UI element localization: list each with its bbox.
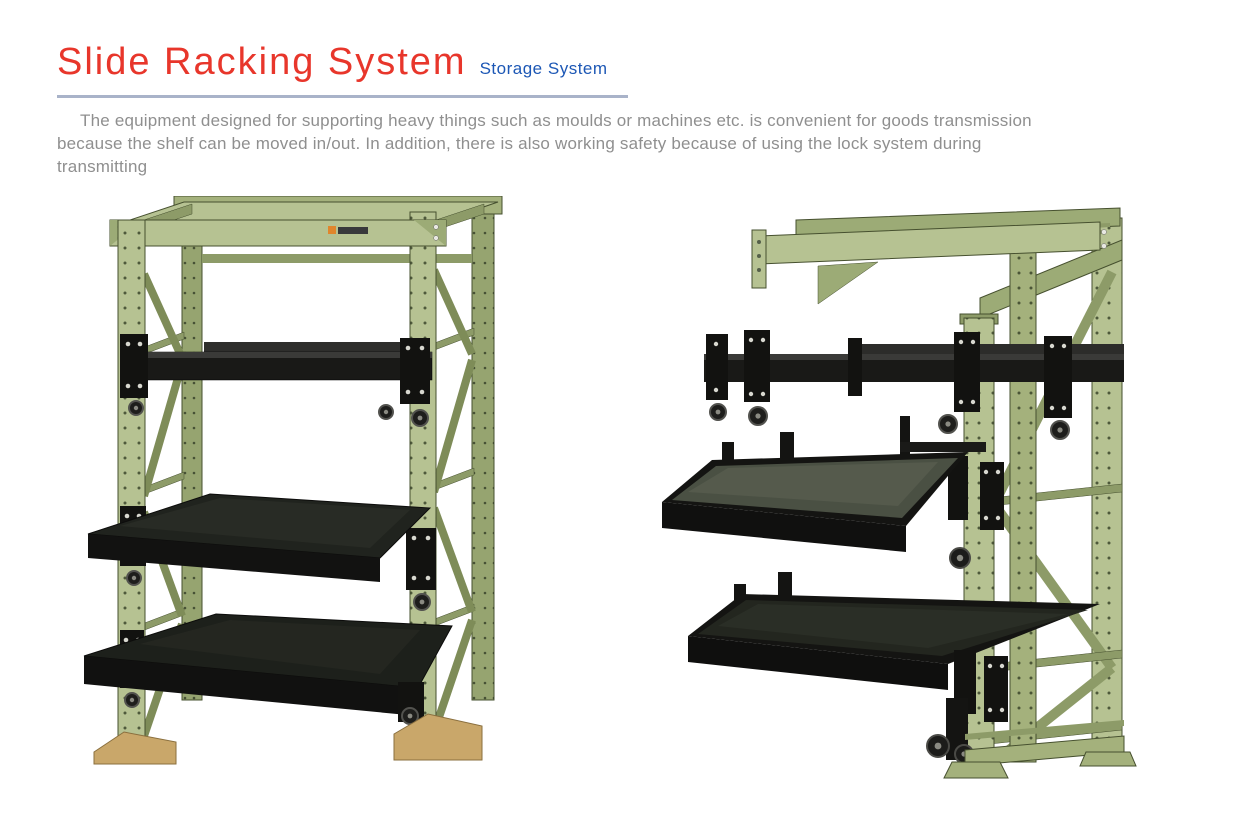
rack-feet (93, 713, 483, 765)
bottom-slide-shelf (688, 572, 1100, 764)
brand-label-icon (328, 226, 336, 234)
description-line: The equipment designed for supporting he… (80, 111, 1032, 130)
bottom-slide-shelf (83, 613, 453, 725)
page-header: Slide Racking System Storage System (57, 40, 608, 86)
rack-extended-view-photo (648, 206, 1148, 792)
description-line: because the shelf can be moved in/out. I… (57, 134, 982, 153)
middle-slide-shelf (87, 493, 436, 611)
description-line: transmitting (57, 157, 148, 176)
rack-extended-view-illustration (662, 207, 1137, 779)
product-description: The equipment designed for supporting he… (57, 109, 1167, 178)
middle-slide-shelf (662, 416, 1004, 569)
title-underline (57, 95, 628, 98)
rack-front-view-photo (80, 196, 532, 768)
page-title: Slide Racking System (57, 41, 467, 83)
top-slide-shelf (704, 330, 1124, 440)
page-subtitle: Storage System (479, 59, 608, 78)
rack-base (943, 720, 1137, 779)
top-slide-shelf (120, 334, 433, 427)
rack-front-view-illustration (83, 196, 503, 765)
